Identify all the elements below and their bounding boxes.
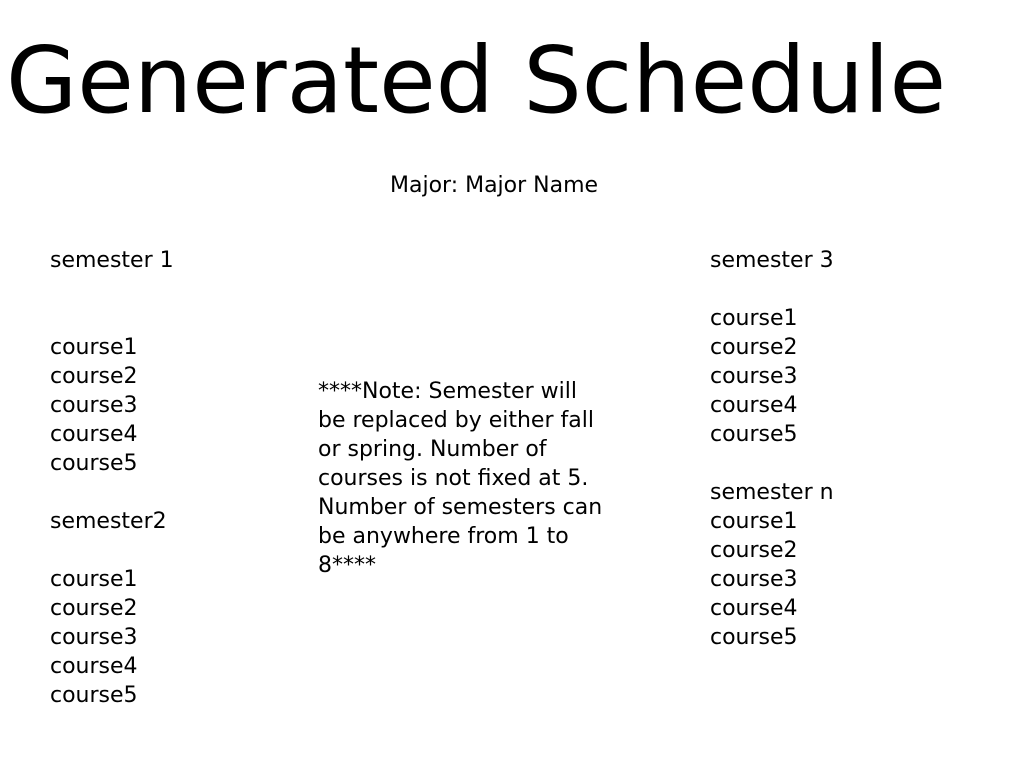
semester-1-course-list: course1 course2 course3 course4 course5 bbox=[50, 333, 174, 478]
spacer bbox=[710, 275, 834, 304]
spacer bbox=[50, 275, 174, 333]
semester-1-heading: semester 1 bbox=[50, 248, 174, 273]
major-label: Major: Major Name bbox=[390, 173, 599, 198]
course-item: course2 bbox=[710, 538, 798, 563]
semester-2-heading: semester2 bbox=[50, 509, 167, 534]
semester-3-course-list: course1 course2 course3 course4 course5 bbox=[710, 304, 834, 449]
course-item: course3 bbox=[710, 567, 798, 592]
course-item: course3 bbox=[50, 393, 138, 418]
schedule-column-right: semester 3 course1 course2 course3 cours… bbox=[710, 246, 834, 652]
semester-n-heading: semester n bbox=[710, 480, 834, 505]
page-title: Generated Schedule bbox=[6, 27, 947, 134]
spacer bbox=[50, 536, 174, 565]
note-text: ****Note: Semester will be replaced by e… bbox=[318, 379, 603, 578]
course-item: course2 bbox=[50, 364, 138, 389]
course-item: course3 bbox=[50, 625, 138, 650]
course-item: course5 bbox=[50, 683, 138, 708]
course-item: course1 bbox=[710, 509, 798, 534]
course-item: course1 bbox=[50, 567, 138, 592]
spacer bbox=[50, 478, 174, 507]
course-item: course4 bbox=[50, 654, 138, 679]
course-item: course4 bbox=[710, 596, 798, 621]
course-item: course5 bbox=[710, 422, 798, 447]
semester-3-heading: semester 3 bbox=[710, 248, 834, 273]
course-item: course3 bbox=[710, 364, 798, 389]
course-item: course1 bbox=[710, 306, 798, 331]
spacer bbox=[710, 449, 834, 478]
schedule-column-left: semester 1 course1 course2 course3 cours… bbox=[50, 246, 174, 710]
course-item: course4 bbox=[50, 422, 138, 447]
course-item: course2 bbox=[710, 335, 798, 360]
semester-2-course-list: course1 course2 course3 course4 course5 bbox=[50, 565, 174, 710]
course-item: course1 bbox=[50, 335, 138, 360]
course-item: course2 bbox=[50, 596, 138, 621]
course-item: course5 bbox=[50, 451, 138, 476]
course-item: course5 bbox=[710, 625, 798, 650]
semester-n-course-list: course1 course2 course3 course4 course5 bbox=[710, 507, 834, 652]
course-item: course4 bbox=[710, 393, 798, 418]
